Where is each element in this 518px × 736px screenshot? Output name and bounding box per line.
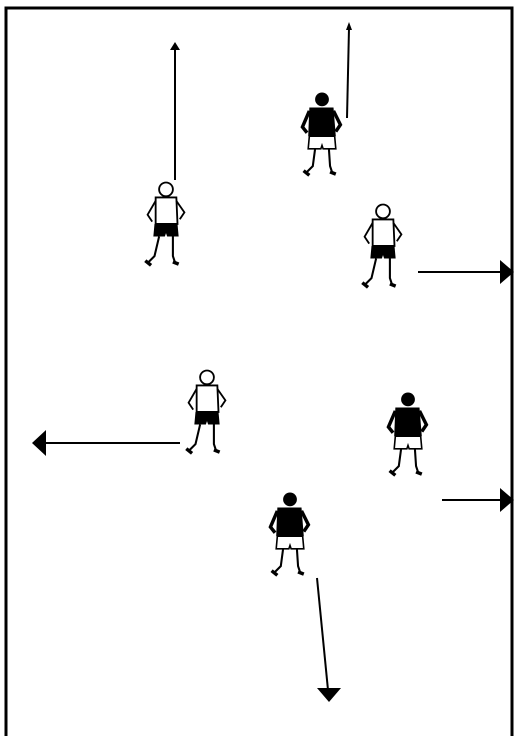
player-4-light [184,368,228,456]
arrow-left-player-4 [32,430,180,456]
player-3-light [360,202,404,290]
arrow-down-player-6 [316,577,341,702]
arrow-right-player-3 [418,260,514,284]
player-2-dark [300,90,343,178]
diagram-border [4,6,514,736]
player-6-dark [268,490,311,578]
player-1-light [143,180,187,268]
arrow-up-player-1 [170,42,180,180]
arrow-up-player-2 [346,22,352,119]
arrow-right-player-5 [442,488,514,512]
player-5-dark [386,390,429,478]
